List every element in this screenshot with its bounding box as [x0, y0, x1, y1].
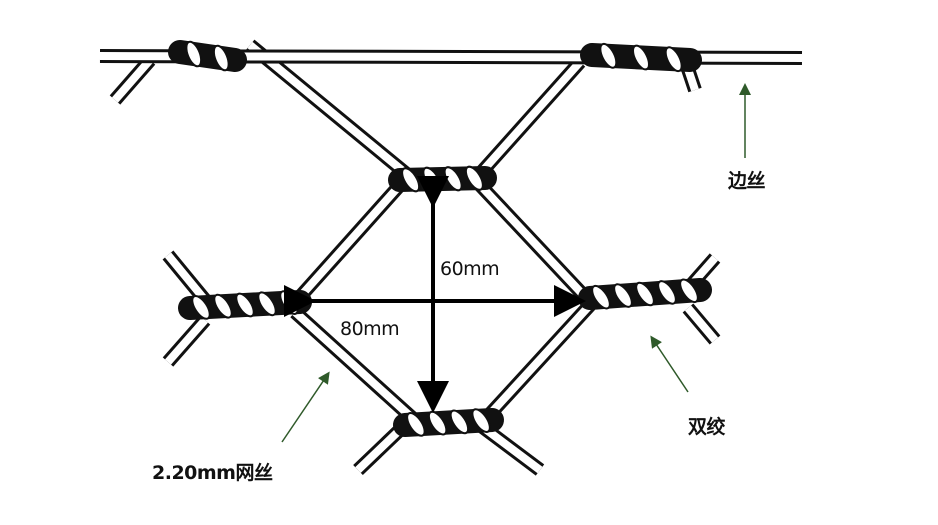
- dimension-arrows: [284, 176, 586, 413]
- wire-to-top-right: [464, 57, 586, 190]
- twist-coil: [464, 165, 484, 191]
- twist-coil: [212, 44, 230, 72]
- mesh-wire-label: 2.20mm网丝: [152, 462, 273, 484]
- twist-coil: [235, 292, 255, 318]
- wire-bottom-right-end: [475, 419, 545, 476]
- wire-top-left-hanging-end: [109, 55, 156, 105]
- width-dimension-label: 80mm: [340, 318, 400, 340]
- twist-coil: [213, 293, 233, 319]
- pointer-arrows: [281, 83, 751, 443]
- wire-left-upper-stub: [162, 250, 211, 305]
- left-double-twist: [178, 290, 312, 320]
- twist-coil: [657, 280, 677, 305]
- double-twist-label: 双绞: [688, 416, 726, 438]
- twist-coil: [599, 42, 618, 69]
- twists: [168, 40, 712, 437]
- bottom-double-twist: [393, 408, 504, 437]
- edge-wire-label: 边丝: [728, 170, 766, 192]
- twist-coil: [632, 44, 650, 71]
- twist-coil: [664, 46, 683, 73]
- twist-coil: [257, 291, 277, 317]
- double-twist-pointer-arrow: [650, 335, 689, 393]
- twist-coil: [406, 412, 426, 437]
- wire-right-to-bottom: [474, 300, 596, 430]
- wire-left-to-bottom: [290, 306, 425, 431]
- twist-coil: [591, 284, 611, 310]
- twist-coil: [679, 278, 699, 304]
- edge-wire-right-wrap: [580, 42, 702, 73]
- top-double-twist: [388, 165, 497, 193]
- wire-right-lower-stub: [682, 303, 721, 345]
- wire-to-top-left: [245, 39, 425, 191]
- twist-coil: [613, 283, 633, 308]
- right-double-twist: [578, 278, 712, 310]
- twist-coil: [185, 40, 203, 68]
- twist-coil: [449, 409, 470, 435]
- twist-coil: [635, 281, 655, 307]
- wire-top-to-left: [284, 180, 406, 313]
- wire-top-to-right: [474, 180, 594, 305]
- mesh-wire-pointer-arrow: [281, 371, 330, 443]
- wire-left-lower-stub: [162, 315, 211, 367]
- twist-coil: [191, 295, 211, 320]
- height-dimension-label: 60mm: [440, 258, 500, 280]
- twist-coil: [471, 408, 491, 433]
- edge-wire-left-wrap: [168, 40, 247, 72]
